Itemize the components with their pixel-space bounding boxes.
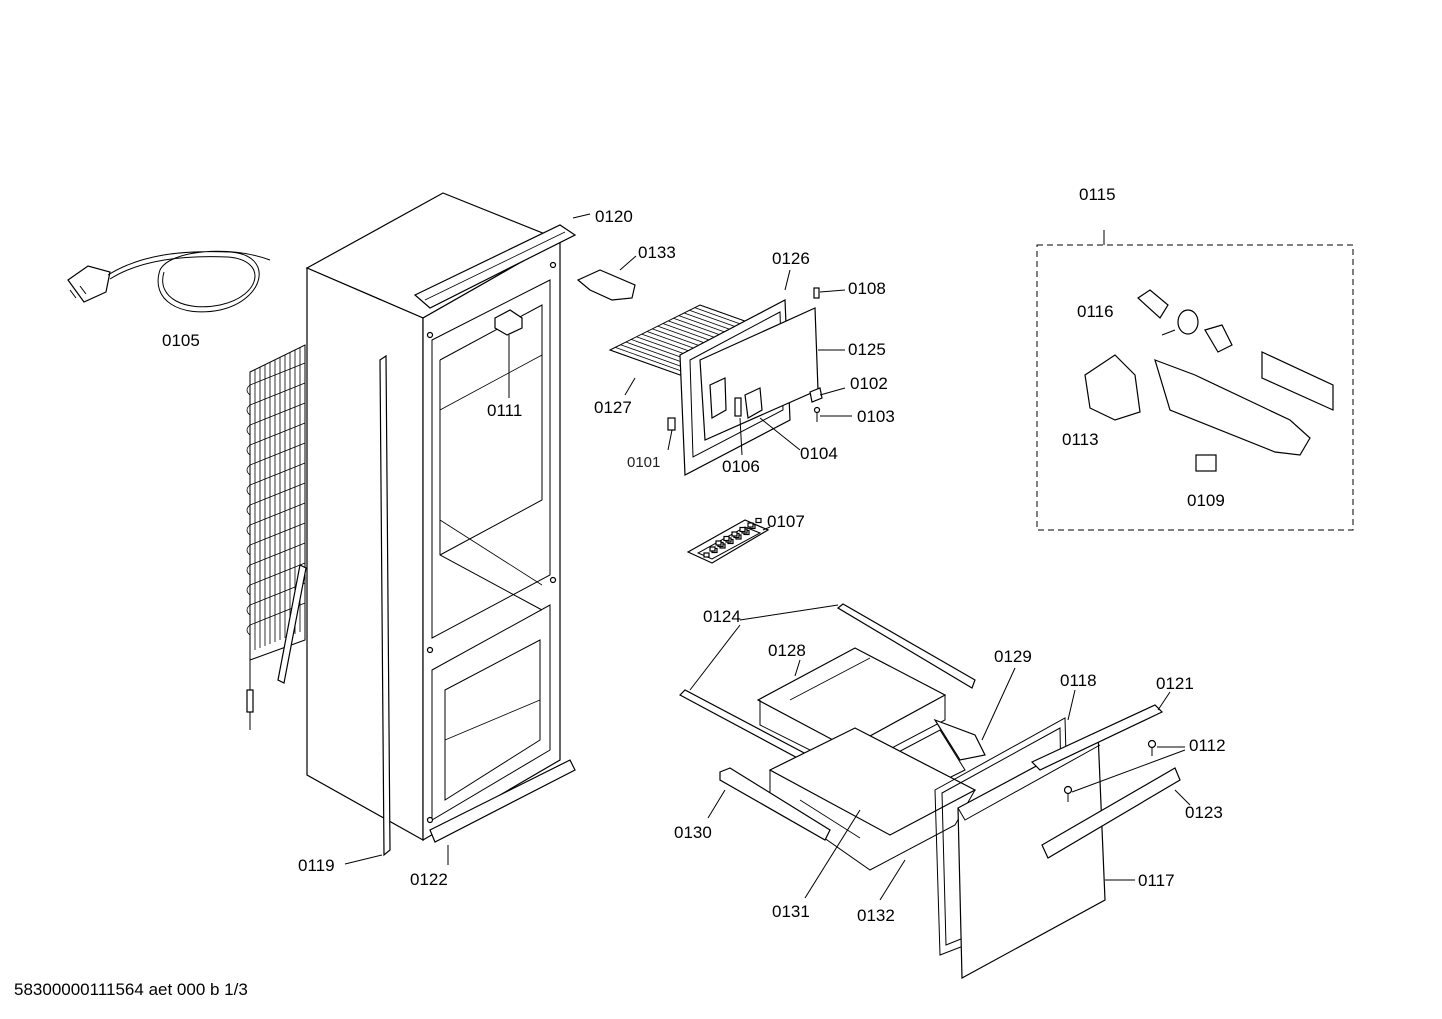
cabinet-body-part <box>305 192 562 842</box>
grille-slat <box>609 349 681 376</box>
label-0115: 0115 <box>1079 185 1116 204</box>
label-0113: 0113 <box>1062 430 1099 449</box>
condenser-coil-part <box>246 344 307 730</box>
label-0101: 0101 <box>627 454 660 471</box>
top-bracket-part <box>413 224 577 309</box>
label-0112: 0112 <box>1189 736 1226 755</box>
coil-tube <box>249 402 306 426</box>
coil-tube <box>249 362 306 386</box>
coil-tube <box>249 562 306 586</box>
coil-bend <box>246 504 251 516</box>
ice-cell <box>755 517 762 524</box>
freezer-drawer-group <box>679 603 1181 979</box>
grille-slat <box>615 346 686 373</box>
label-0107: 0107 <box>767 512 805 531</box>
coil-tube <box>249 462 306 486</box>
label-0128: 0128 <box>768 641 806 660</box>
coil-bend <box>246 564 251 576</box>
leader-lines <box>344 213 1191 901</box>
light-cover-part <box>494 309 523 336</box>
ice-cell <box>723 535 730 542</box>
label-0116: 0116 <box>1077 302 1114 321</box>
label-0108: 0108 <box>848 279 886 298</box>
ice-cell <box>703 552 710 558</box>
coil-bend <box>246 384 251 396</box>
coil-bend <box>246 424 251 436</box>
coil-tube <box>249 442 306 466</box>
label-0130: 0130 <box>674 823 712 842</box>
coil-bend <box>246 624 251 636</box>
label-0109: 0109 <box>1187 491 1225 510</box>
coil-tube <box>249 482 306 506</box>
label-0118: 0118 <box>1060 671 1097 690</box>
label-0119: 0119 <box>298 856 335 875</box>
label-0106: 0106 <box>722 457 760 476</box>
coil-bend <box>246 524 251 536</box>
footer-document-code: 58300000111564 aet 000 b 1/3 <box>14 980 248 999</box>
coil-tube <box>249 522 306 546</box>
coil-bend <box>246 484 251 496</box>
label-0120: 0120 <box>595 207 633 226</box>
power-cord-part <box>67 250 271 313</box>
ice-cell <box>747 522 754 528</box>
coil-tube <box>249 422 306 446</box>
label-0104: 0104 <box>800 444 838 463</box>
label-0111: 0111 <box>487 401 522 420</box>
label-0105: 0105 <box>162 331 200 350</box>
door-seal-strip-part <box>379 354 391 857</box>
grille-slat <box>620 344 691 371</box>
ice-cell <box>731 531 738 537</box>
ice-cell <box>739 526 746 533</box>
coil-bend <box>246 604 251 616</box>
ice-tray-part <box>686 517 770 564</box>
label-0122: 0122 <box>410 870 448 889</box>
label-0126: 0126 <box>772 249 810 268</box>
label-0129: 0129 <box>994 647 1032 666</box>
label-0103: 0103 <box>857 407 895 426</box>
evaporator-group <box>576 269 823 476</box>
light-unit-group <box>1036 230 1354 531</box>
label-0124: 0124 <box>703 607 741 626</box>
label-0131: 0131 <box>772 902 810 921</box>
label-0123: 0123 <box>1185 803 1223 822</box>
coil-bend <box>246 444 251 456</box>
coil-bend <box>246 544 251 556</box>
label-0133: 0133 <box>638 243 676 262</box>
ice-cell <box>709 546 716 552</box>
coil-bend <box>246 464 251 476</box>
label-0121: 0121 <box>1156 674 1194 693</box>
coil-tube <box>249 542 306 566</box>
label-0132: 0132 <box>857 906 895 925</box>
label-0102: 0102 <box>850 374 888 393</box>
label-0117: 0117 <box>1138 871 1175 890</box>
coil-tube <box>249 382 306 406</box>
label-0125: 0125 <box>848 340 886 359</box>
coil-bend <box>246 404 251 416</box>
label-0127: 0127 <box>594 398 632 417</box>
part-labels: 0120 0133 0126 0108 0125 0102 0103 0104 … <box>162 185 1226 925</box>
ice-cell <box>715 540 722 546</box>
coil-tube <box>249 502 306 526</box>
bottom-trim-part <box>429 759 576 843</box>
coil-bend <box>246 584 251 596</box>
